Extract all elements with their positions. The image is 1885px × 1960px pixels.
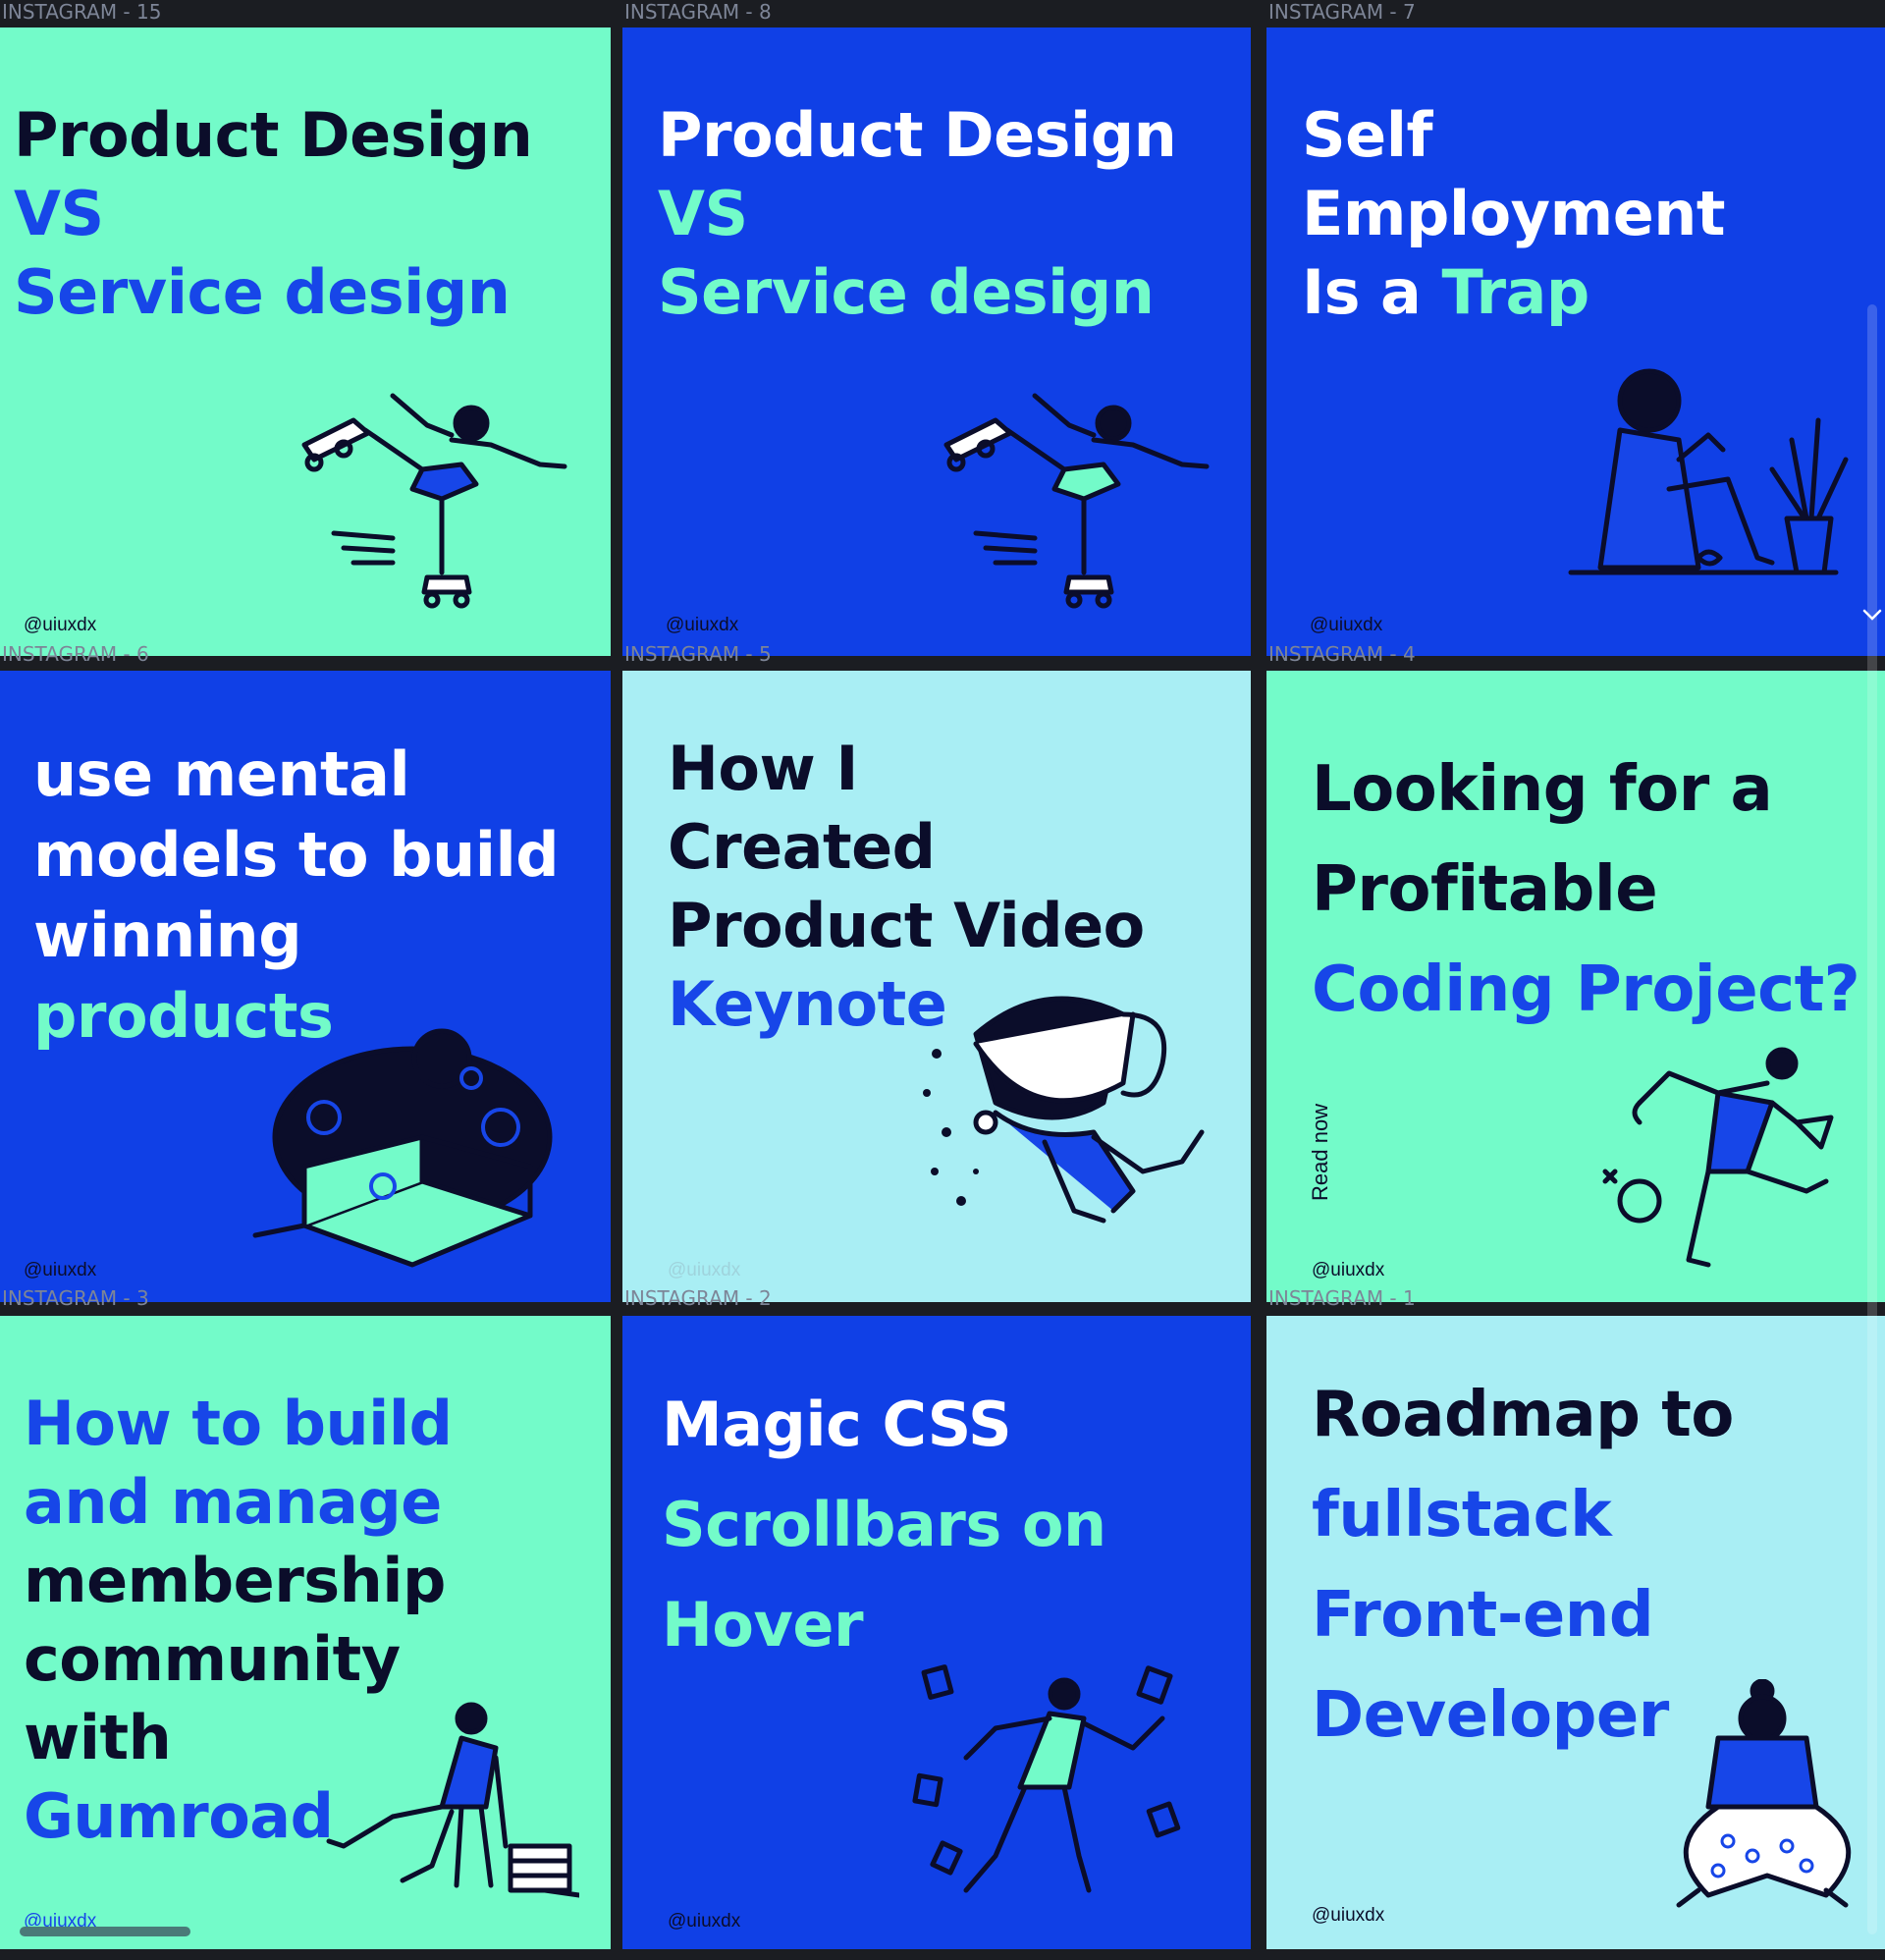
instagram-card-6[interactable]: use mental models to build winning produ… [0, 671, 611, 1302]
frame-label: INSTAGRAM - 6 [2, 642, 149, 666]
author-handle: @uiuxdx [24, 1260, 97, 1280]
headline-line: Product Video [668, 890, 1145, 961]
headline-line: Service design [658, 256, 1155, 328]
headline-line: Roadmap to [1312, 1379, 1734, 1451]
headline-line: Developer [1312, 1679, 1669, 1752]
headline-line: use mental [33, 738, 410, 810]
frame-label: INSTAGRAM - 1 [1268, 1286, 1416, 1310]
author-handle: @uiuxdx [1312, 1905, 1385, 1926]
frame-label: INSTAGRAM - 15 [2, 0, 162, 24]
instagram-card-1[interactable]: Roadmap to fullstack Front-end Developer… [1266, 1316, 1885, 1949]
instagram-card-2[interactable]: Magic CSS Scrollbars on Hover @uiuxdx [622, 1316, 1251, 1949]
headline-line: Hover [662, 1589, 864, 1661]
headline-line: Created [668, 811, 936, 883]
headline-line: models to build [33, 819, 560, 891]
headline-line: VS [658, 178, 748, 249]
card-headline: Product Design VS Service design [658, 96, 1177, 332]
card-headline: use mental models to build winning produ… [33, 735, 560, 1057]
roller-skater-icon [301, 393, 567, 609]
frame-label: INSTAGRAM - 4 [1268, 642, 1416, 666]
roller-skater-icon [943, 393, 1210, 609]
headline-line: winning [33, 899, 302, 971]
card-headline: Roadmap to fullstack Front-end Developer [1312, 1365, 1734, 1766]
instagram-card-7[interactable]: Self Employment Is a Trap @uiuxdx [1266, 27, 1885, 656]
headline-line: products [33, 980, 334, 1052]
author-handle: @uiuxdx [668, 1260, 741, 1280]
headline-line: Profitable [1312, 853, 1658, 926]
card-headline: Magic CSS Scrollbars on Hover [662, 1375, 1106, 1675]
headline-line: and manage [24, 1466, 442, 1538]
woman-reading-plant-icon [1568, 368, 1849, 575]
frame-label: INSTAGRAM - 8 [624, 0, 772, 24]
headline-line: with [24, 1702, 172, 1773]
card-headline: Product Design VS Service design [14, 96, 533, 332]
author-handle: @uiuxdx [24, 615, 97, 635]
card-headline: Looking for a Profitable Coding Project? [1312, 739, 1860, 1040]
headline-word: Is a [1302, 256, 1422, 328]
card-headline: How to build and manage membership commu… [24, 1385, 453, 1856]
frame-label: INSTAGRAM - 2 [624, 1286, 772, 1310]
person-in-box-icon [252, 1028, 553, 1268]
headline-line: Product Design [14, 99, 533, 171]
headline-line: Gumroad [24, 1780, 334, 1852]
instagram-card-15[interactable]: Product Design VS Service design @uiuxdx [0, 27, 611, 656]
headline-line: Service design [14, 256, 511, 328]
card-headline: Self Employment Is a Trap [1302, 96, 1726, 332]
card-headline: How I Created Product Video Keynote [668, 730, 1145, 1044]
author-handle: @uiuxdx [668, 1911, 741, 1932]
headline-line: community [24, 1623, 401, 1695]
headline-line: membership [24, 1545, 446, 1616]
coffee-cup-splash-icon [923, 996, 1205, 1224]
author-handle: @uiuxdx [666, 615, 739, 635]
frame-label: INSTAGRAM - 5 [624, 642, 772, 666]
read-now-link[interactable]: Read now [1308, 1103, 1332, 1201]
instagram-card-4[interactable]: Looking for a Profitable Coding Project?… [1266, 671, 1885, 1302]
instagram-card-5[interactable]: How I Created Product Video Keynote @uiu… [622, 671, 1251, 1302]
headline-line: Keynote [668, 968, 947, 1040]
juggling-person-icon [1602, 1047, 1834, 1268]
headline-line: How I [668, 733, 858, 804]
person-chair-books-icon [326, 1702, 579, 1898]
headline-line: VS [14, 178, 104, 249]
headline-line: Looking for a [1312, 753, 1773, 826]
headline-word: Trap [1441, 256, 1590, 328]
instagram-card-8[interactable]: Product Design VS Service design @uiuxdx [622, 27, 1251, 656]
headline-line: Coding Project? [1312, 953, 1860, 1026]
frame-label: INSTAGRAM - 7 [1268, 0, 1416, 24]
author-handle: @uiuxdx [1310, 615, 1383, 635]
headline-line: Is a Trap [1302, 253, 1725, 332]
author-handle: @uiuxdx [1312, 1260, 1385, 1280]
frame-label: INSTAGRAM - 3 [2, 1286, 149, 1310]
chevron-down-icon[interactable] [1861, 604, 1883, 626]
vertical-scrollbar[interactable] [1867, 304, 1877, 1934]
headline-line: Product Design [658, 99, 1177, 171]
headline-line: fullstack [1312, 1479, 1612, 1552]
headline-line: How to build [24, 1388, 453, 1459]
instagram-card-3[interactable]: How to build and manage membership commu… [0, 1316, 611, 1949]
author-handle: @uiuxdx [24, 1911, 97, 1932]
headline-line: Magic CSS [662, 1388, 1012, 1460]
headline-line: Self [1302, 99, 1432, 171]
horizontal-scrollbar[interactable] [20, 1927, 190, 1936]
headline-line: Scrollbars on [662, 1489, 1106, 1560]
headline-line: Front-end [1312, 1579, 1654, 1652]
sitting-reader-icon [1676, 1679, 1852, 1908]
headline-line: Employment [1302, 178, 1726, 249]
dancing-person-papers-icon [912, 1664, 1181, 1893]
